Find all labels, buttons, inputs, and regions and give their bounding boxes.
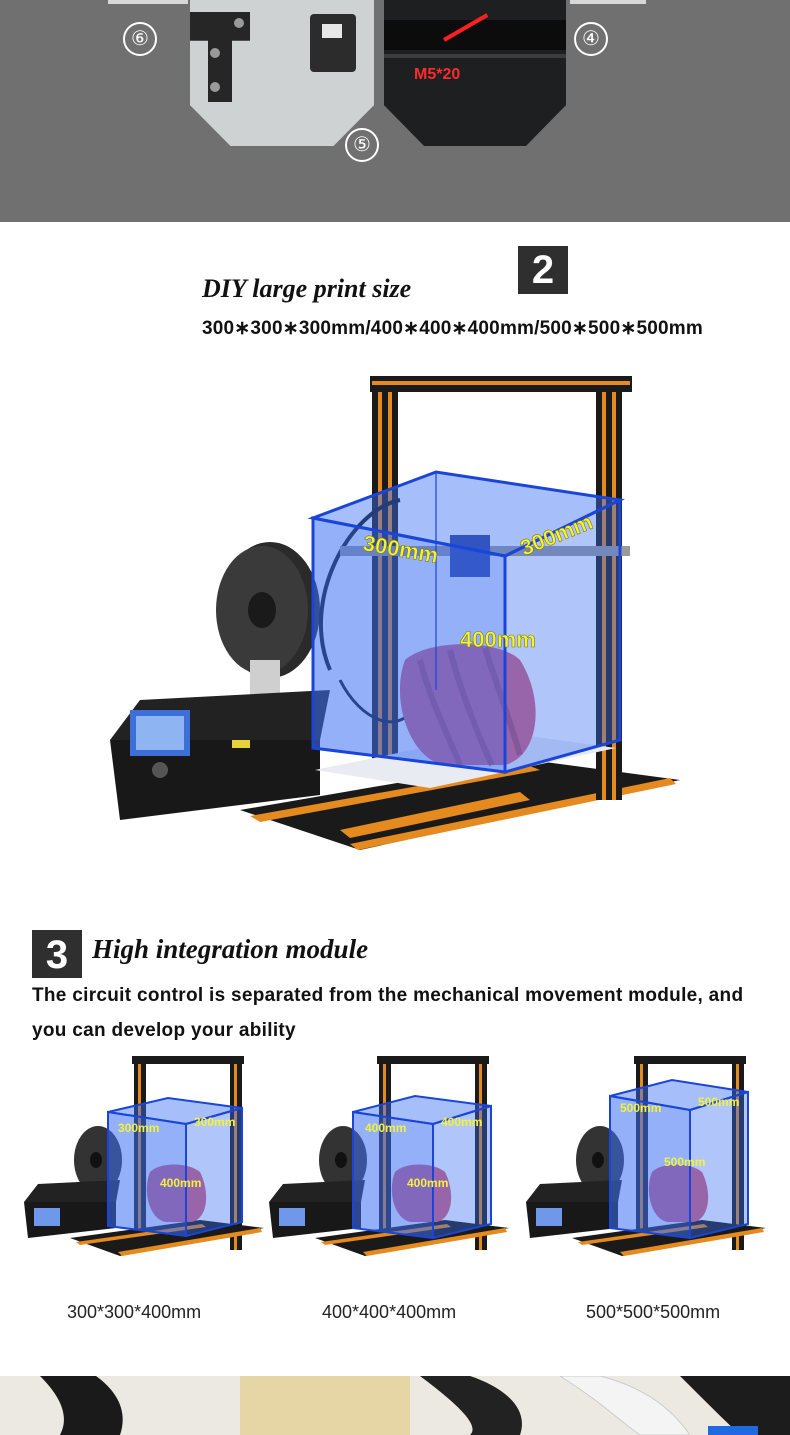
bolt [234,18,244,28]
callout-5: ⑤ [345,128,379,162]
variant1-label-c: 400mm [160,1176,201,1190]
printer-illustration: 300mm 300mm 400mm [110,376,680,850]
screw-photo: M5*20 [384,0,566,146]
top-beam [370,376,632,392]
variant2-label-a: 400mm [365,1121,406,1135]
switch-chip [322,24,342,38]
cable-photo [0,1376,790,1435]
control-box [110,690,330,820]
printer-variant-1: 300mm 300mm 400mm [24,1056,264,1256]
tower-right [596,380,622,800]
variant3-label-a: 500mm [620,1101,661,1115]
section2-heading: DIY large print size [202,274,412,303]
rail-edge [384,54,566,58]
variant2-label-c: 400mm [407,1176,448,1190]
variant3-label-c: 500mm [664,1155,705,1169]
rail [384,20,566,50]
variant1-caption: 300*300*400mm [67,1302,202,1322]
variant1-label-a: 300mm [118,1121,159,1135]
bolt [210,48,220,58]
bottom-photo-strip [0,1376,790,1435]
base-frame [240,760,680,850]
screw-label: M5*20 [414,66,461,83]
photo-edge [108,0,188,4]
variant1-label-b: 300mm [194,1115,235,1129]
dimension-height-label: 400mm [460,627,536,652]
printer-variant-3: 500mm 500mm 500mm [526,1056,766,1256]
printer-variant-2: 400mm 400mm 400mm [269,1056,509,1256]
photo-edge [570,0,646,4]
section3-heading: High integration module [92,934,369,964]
filament-spool [216,542,320,700]
limit-switch [310,14,356,72]
blue-tag [708,1426,758,1435]
section3-body: The circuit control is separated from th… [32,985,744,1041]
bolt [210,82,220,92]
variant2-label-b: 400mm [441,1115,482,1129]
variant2-caption: 400*400*400mm [322,1302,457,1322]
callout-6: ⑥ [123,22,157,56]
bracket-switch-photo [190,0,374,146]
top-detail-band: ⑥ M5*20 ⑤ ④ [0,0,790,222]
variant3-label-b: 500mm [698,1095,739,1109]
section2-number-badge: 2 [518,246,568,294]
callout-4: ④ [574,22,608,56]
section2-sizes: 300∗300∗300mm/400∗400∗400mm/500∗500∗500m… [202,318,703,339]
variant3-caption: 500*500*500mm [586,1302,721,1322]
build-volume-cube [307,470,625,774]
section3-number-badge: 3 [32,930,82,978]
